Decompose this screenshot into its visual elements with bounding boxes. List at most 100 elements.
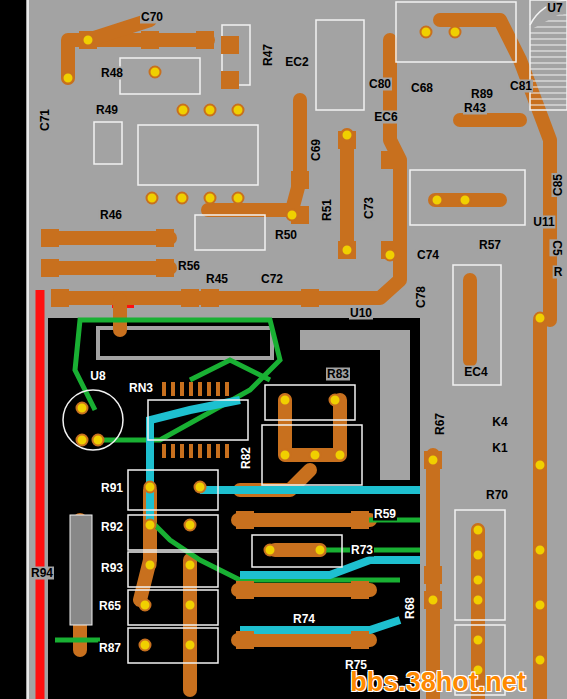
- part-designator: U11: [532, 216, 555, 229]
- part-designator: K1: [491, 442, 508, 455]
- pcb-feature: [216, 444, 220, 458]
- pcb-feature: [0, 0, 26, 699]
- pcb-feature: [265, 385, 355, 420]
- pcb-feature: [530, 10, 567, 110]
- pcb-feature: [145, 520, 156, 531]
- pcb-feature: [60, 240, 400, 298]
- part-designator: R87: [98, 642, 122, 655]
- pcb-feature: [83, 35, 94, 46]
- pcb-feature: [280, 395, 291, 406]
- part-designator: C72: [260, 273, 284, 286]
- pcb-feature: [428, 595, 439, 606]
- part-designator: R94: [30, 567, 54, 580]
- pcb-feature: [208, 100, 300, 210]
- pcb-feature: [342, 245, 353, 256]
- pcb-feature: [128, 590, 218, 625]
- pcb-feature: [473, 550, 484, 561]
- pcb-feature: [156, 229, 174, 247]
- pcb-feature: [233, 105, 244, 116]
- pcb-feature: [238, 633, 370, 647]
- part-designator: EC6: [373, 111, 398, 124]
- pcb-feature: [473, 635, 484, 646]
- pcb-feature: [185, 560, 196, 571]
- part-designator: C68: [410, 82, 434, 95]
- pcb-feature: [535, 460, 546, 471]
- pcb-feature: [70, 515, 92, 625]
- pcb-feature: [342, 130, 353, 141]
- part-designator: R: [553, 266, 564, 279]
- pcb-feature: [428, 455, 439, 466]
- pcb-feature: [177, 193, 188, 204]
- part-designator: C80: [368, 78, 392, 91]
- pcb-feature: [50, 231, 170, 245]
- pcb-feature: [180, 444, 184, 458]
- pcb-feature: [236, 581, 254, 599]
- part-designator: U7: [546, 2, 563, 15]
- part-designator: R91: [100, 482, 124, 495]
- pcb-feature: [216, 382, 220, 396]
- pcb-feature: [535, 600, 546, 611]
- pcb-feature: [285, 400, 340, 455]
- pcb-feature: [195, 482, 206, 493]
- pcb-feature: [238, 513, 370, 527]
- pcb-feature: [77, 403, 88, 414]
- part-designator: U10: [349, 307, 373, 320]
- pcb-feature: [195, 215, 265, 250]
- part-designator: K4: [491, 416, 508, 429]
- pcb-feature: [221, 36, 239, 54]
- pcb-feature: [41, 259, 59, 277]
- pcb-feature: [41, 229, 59, 247]
- part-designator: R70: [485, 489, 509, 502]
- pcb-feature: [156, 259, 174, 277]
- pcb-feature: [262, 425, 362, 485]
- pcb-feature: [120, 58, 200, 94]
- part-designator: R73: [350, 544, 374, 557]
- pcb-feature: [351, 581, 369, 599]
- part-designator: R46: [99, 209, 123, 222]
- pcb-feature: [390, 40, 400, 250]
- pcb-feature: [148, 400, 248, 440]
- pcb-feature: [310, 450, 321, 461]
- pcb-feature: [190, 360, 270, 380]
- watermark: bbs.38hot.net: [349, 667, 527, 697]
- pcb-feature: [460, 113, 520, 127]
- pcb-feature: [178, 105, 189, 116]
- pcb-feature: [351, 631, 369, 649]
- pcb-feature: [162, 382, 229, 458]
- pcb-feature: [128, 515, 218, 550]
- part-designator: C74: [416, 249, 440, 262]
- pcb-feature: [181, 289, 199, 307]
- part-designator: R47: [262, 43, 275, 67]
- pcb-feature: [141, 31, 159, 49]
- pcb-feature: [36, 290, 45, 699]
- pcb-feature: [535, 655, 546, 666]
- pcb-feature: [63, 0, 567, 695]
- pcb-feature: [533, 320, 547, 699]
- pcb-feature: [207, 382, 211, 396]
- pcb-feature: [198, 382, 202, 396]
- pcb-feature: [145, 560, 156, 571]
- part-designator: R43: [463, 102, 487, 115]
- pcb-feature: [189, 444, 193, 458]
- pcb-feature: [79, 31, 97, 49]
- pcb-feature: [338, 241, 356, 259]
- pcb-feature: [330, 395, 341, 406]
- pcb-feature: [196, 31, 214, 49]
- pcb-feature: [535, 545, 546, 556]
- part-designator: R57: [478, 239, 502, 252]
- pcb-feature: [94, 122, 122, 164]
- pcb-feature: [180, 382, 184, 396]
- pcb-feature: [75, 320, 280, 440]
- part-designator: C69: [310, 138, 323, 162]
- pcb-feature: [385, 250, 396, 261]
- pcb-feature: [55, 638, 100, 643]
- pcb-feature: [171, 444, 175, 458]
- part-designator: R68: [404, 596, 417, 620]
- pcb-feature: [93, 435, 104, 446]
- pcb-feature: [147, 193, 158, 204]
- pcb-feature: [453, 265, 501, 385]
- pcb-feature: [185, 520, 196, 531]
- pcb-feature: [77, 435, 88, 446]
- part-designator: C5: [550, 239, 563, 256]
- part-designator: R49: [95, 104, 119, 117]
